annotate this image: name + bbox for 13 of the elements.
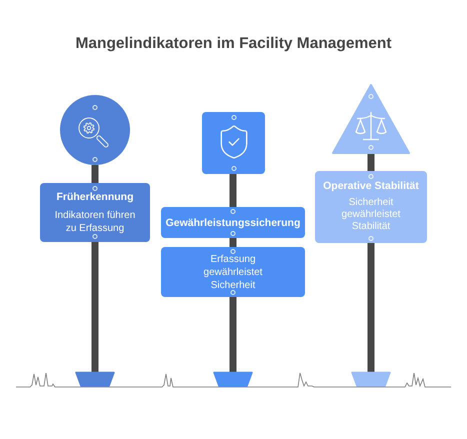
square-sign-panel bbox=[202, 112, 265, 174]
sign-panel bbox=[40, 183, 150, 242]
sign-panel bbox=[315, 171, 427, 243]
sign-text: Sicherheit gewährleistet Stabilität bbox=[340, 197, 402, 233]
sign-text: Erfassung gewährleistet Sicherheit bbox=[202, 252, 264, 292]
sign-heading: Operative Stabilität bbox=[323, 180, 419, 192]
diagram-title: Mangelindikatoren im Facility Management bbox=[75, 34, 392, 53]
sign-panel bbox=[161, 247, 305, 297]
sign-panel bbox=[161, 207, 305, 238]
sign-text: Indikatoren führen zu Erfassung bbox=[54, 209, 136, 235]
sign-heading: Früherkennung bbox=[56, 191, 134, 203]
triangle-sign-panel bbox=[332, 84, 410, 154]
sign-heading: Gewährleistungssicherung bbox=[166, 216, 300, 228]
